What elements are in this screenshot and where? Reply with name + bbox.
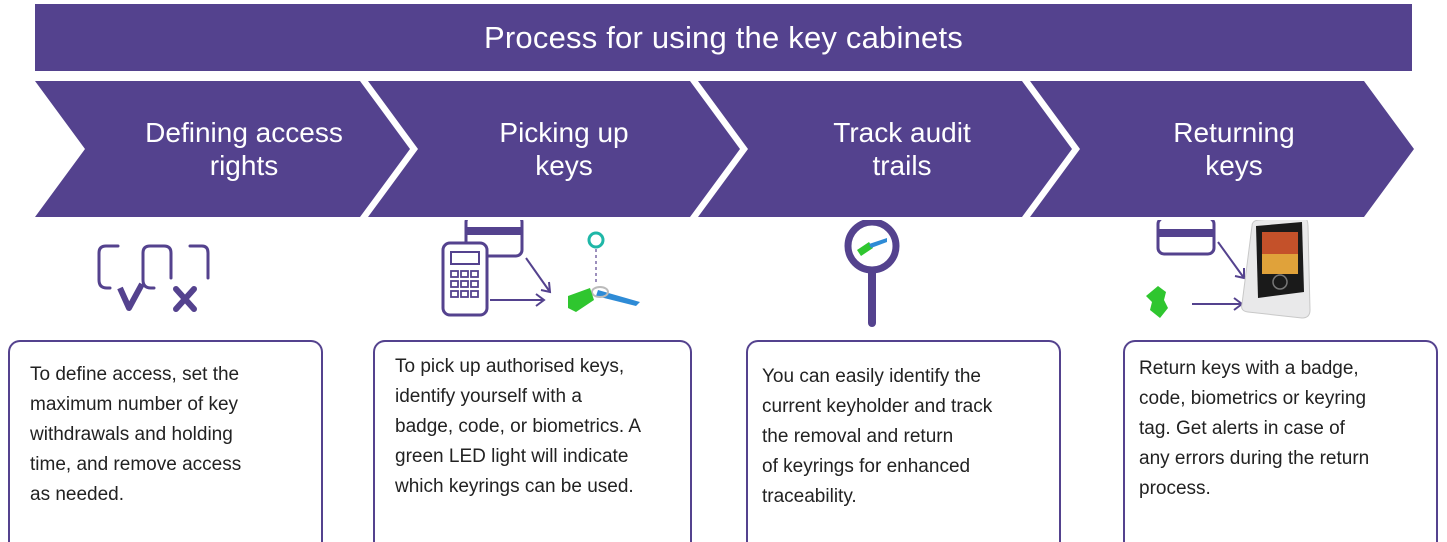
badge-keypad-to-keyring-icon — [441, 220, 640, 317]
step-4-label: Returning keys — [1173, 117, 1295, 181]
step-3-description: You can easily identify the current keyh… — [746, 340, 1061, 542]
badge-keytag-to-terminal-icon — [1146, 220, 1311, 319]
step-3-label: Track audit trails — [833, 117, 971, 181]
step-1-label: Defining access rights — [145, 117, 343, 181]
chevron-step-1 — [35, 81, 410, 217]
step-4-description: Return keys with a badge, code, biometri… — [1123, 340, 1438, 542]
page-title: Process for using the key cabinets — [35, 4, 1412, 71]
access-rights-check-cross-icon — [97, 244, 210, 312]
chevron-step-3 — [698, 81, 1072, 217]
chevron-step-4 — [1030, 81, 1414, 217]
step-1-description: To define access, set the maximum number… — [8, 340, 323, 542]
step-2-description: To pick up authorised keys, identify you… — [373, 340, 692, 542]
chevron-step-2 — [368, 81, 740, 217]
step-2-label: Picking up keys — [499, 117, 629, 181]
process-chevrons — [35, 81, 1414, 217]
magnifier-keyring-icon — [844, 220, 900, 327]
